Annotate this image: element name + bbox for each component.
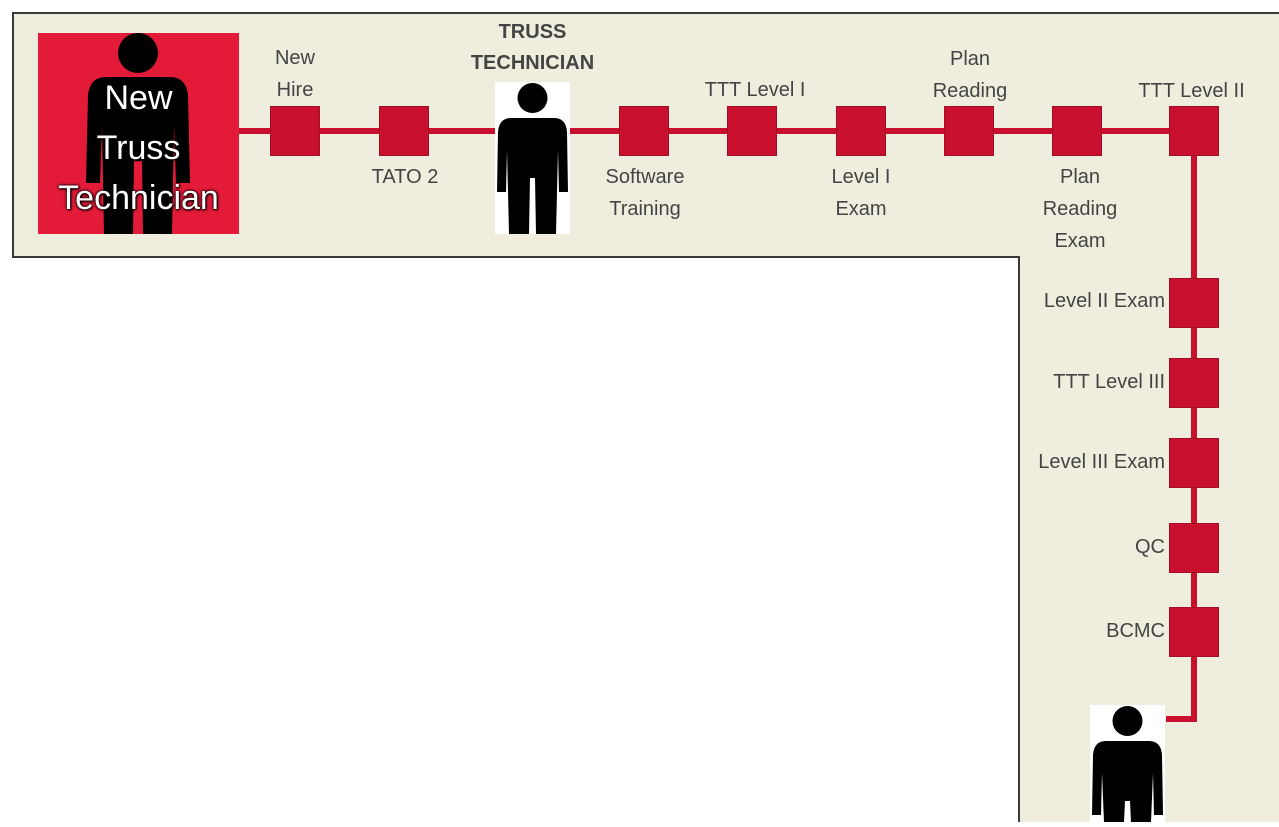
start-title-line: New — [104, 79, 173, 117]
step-node-level-1-exam — [836, 106, 886, 156]
new-truss-technician-box: New Truss Technician — [38, 33, 239, 234]
step-label-bcmc: BCMC — [1020, 615, 1165, 647]
step-node-tato2 — [379, 106, 429, 156]
step-node-bcmc — [1169, 607, 1219, 657]
final-technician-figure — [1090, 705, 1165, 822]
step-label-text: TTT Level II — [1138, 80, 1245, 102]
step-label-plan-reading-exam: Plan Reading Exam — [1025, 161, 1135, 257]
step-node-level-3-exam — [1169, 438, 1219, 488]
truss-technician-figure — [495, 82, 570, 234]
step-label-tato2: TATO 2 — [350, 161, 460, 193]
person-silhouette-icon — [86, 33, 190, 234]
step-label-text: Level III Exam — [1038, 451, 1165, 473]
step-label-software-training: Software Training — [585, 161, 705, 225]
step-label-text: New Hire — [274, 47, 315, 101]
step-label-qc: QC — [1020, 531, 1165, 563]
path-line-end-hook — [1166, 716, 1197, 722]
step-node-plan-reading — [944, 106, 994, 156]
step-label-text: Level I Exam — [831, 166, 891, 220]
step-label-new-hire: New Hire — [255, 42, 335, 106]
person-silhouette-icon — [497, 83, 568, 234]
milestone-title-line: TRUSS — [498, 21, 567, 43]
step-label-text: TATO 2 — [371, 166, 439, 188]
start-title-line: Truss — [96, 129, 181, 167]
step-node-ttt-level-1 — [727, 106, 777, 156]
step-label-level-2-exam: Level II Exam — [1020, 285, 1165, 317]
step-label-text: QC — [1135, 536, 1165, 558]
step-label-text: Plan Reading Exam — [1042, 166, 1118, 252]
step-node-qc — [1169, 523, 1219, 573]
step-node-ttt-level-3 — [1169, 358, 1219, 408]
step-label-ttt-level-3: TTT Level III — [1020, 366, 1165, 398]
step-label-level-1-exam: Level I Exam — [811, 161, 911, 225]
step-node-software-training — [619, 106, 669, 156]
step-label-text: TTT Level I — [704, 79, 806, 101]
step-label-ttt-level-2: TTT Level II — [1124, 75, 1259, 107]
step-node-new-hire — [270, 106, 320, 156]
step-label-plan-reading: Plan Reading — [915, 43, 1025, 107]
step-label-level-3-exam: Level III Exam — [1020, 446, 1165, 478]
truss-technician-title: TRUSS TECHNICIAN — [450, 17, 615, 79]
start-title: New Truss Technician — [38, 73, 239, 223]
milestone-title-line: TECHNICIAN — [470, 52, 595, 74]
step-label-text: Level II Exam — [1043, 290, 1165, 312]
step-node-level-2-exam — [1169, 278, 1219, 328]
path-line-horizontal — [238, 128, 1194, 134]
step-label-text: Software Training — [605, 166, 685, 220]
step-label-text: Plan Reading — [932, 48, 1008, 102]
step-label-text: TTT Level III — [1053, 371, 1165, 393]
band-corner-joint — [1020, 250, 1279, 260]
person-silhouette-icon — [1092, 706, 1163, 822]
start-title-line: Technician — [58, 179, 219, 217]
step-label-ttt-level-1: TTT Level I — [690, 74, 820, 106]
step-node-ttt-level-2 — [1169, 106, 1219, 156]
step-node-plan-reading-exam — [1052, 106, 1102, 156]
path-line-vertical — [1191, 131, 1197, 722]
step-label-text: BCMC — [1106, 620, 1165, 642]
